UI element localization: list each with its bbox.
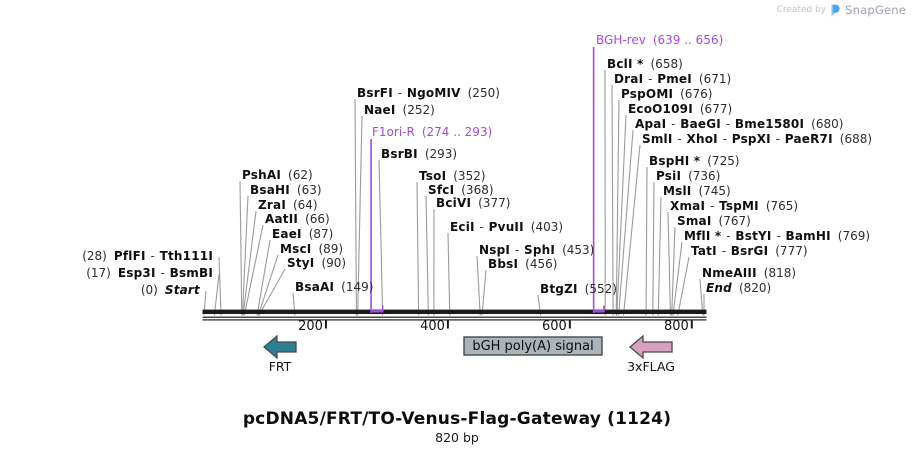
site-label-smli: SmlI - XhoI - PspXI - PaeR7I(688) — [642, 132, 873, 146]
leader-line — [657, 196, 662, 316]
ruler-line-top — [202, 316, 707, 318]
leader-line — [258, 268, 286, 316]
created-by-text: Created by — [776, 5, 827, 15]
leader-line — [425, 195, 429, 316]
primer-label-bghrev: BGH-rev(639 .. 656) — [596, 33, 724, 47]
feature-arrow-3xflag — [628, 334, 673, 360]
site-label-bsrfi: BsrFI - NgoMIV(250) — [357, 86, 500, 100]
leader-line — [213, 273, 220, 316]
site-label-sfci: SfcI(368) — [428, 183, 494, 197]
leader-line — [243, 224, 264, 316]
leader-line — [257, 254, 279, 316]
site-label-tsoi: TsoI(352) — [419, 169, 486, 183]
site-label-nspi: NspI - SphI(453) — [479, 243, 595, 257]
map-length: 820 bp — [435, 430, 479, 445]
leader-line — [241, 195, 249, 316]
leader-line — [677, 256, 690, 316]
leader-line — [218, 256, 222, 316]
leader-line — [357, 115, 363, 316]
site-label-bsphi: BspHI *(725) — [649, 154, 740, 168]
site-label-bsaai: BsaAI(149) — [295, 280, 374, 294]
leader-line — [481, 269, 487, 316]
sequence-line — [202, 309, 707, 314]
site-label-bsrbi: BsrBI(293) — [381, 147, 458, 161]
site-label-styi: StyI(90) — [287, 256, 347, 270]
leader-line — [652, 181, 655, 316]
site-label-naei: NaeI(252) — [364, 103, 435, 117]
site-label-start: (0)Start — [140, 283, 200, 297]
leader-line — [672, 241, 683, 316]
site-label-esp3i: (17)Esp3I - BsmBI — [86, 266, 213, 280]
leader-line — [611, 84, 614, 316]
ruler-tick-label: 200 — [298, 319, 323, 334]
site-label-pflfi: (28)PflFI - Tth111I — [82, 249, 213, 263]
site-label-pspomi: PspOMI(676) — [621, 87, 713, 101]
site-label-msli: MslI(745) — [663, 184, 731, 198]
leader-line — [242, 210, 257, 316]
leader-line — [256, 239, 271, 316]
leader-line — [416, 181, 420, 316]
site-label-tati: TatI - BsrGI(777) — [691, 244, 808, 258]
snapgene-logo-icon — [831, 4, 840, 16]
feature-label-3xflag: 3xFLAG — [627, 359, 675, 374]
site-label-end: End(820) — [706, 281, 772, 295]
site-label-eaei: EaeI(87) — [272, 227, 334, 241]
feature-label-bgh-polya: bGH poly(A) signal — [472, 339, 594, 354]
leader-line — [699, 278, 704, 316]
leader-line — [645, 166, 648, 316]
ruler-tick-label: 800 — [663, 319, 689, 334]
feature-arrow-frt — [262, 334, 297, 360]
site-label-bcli: BclI *(658) — [607, 57, 683, 71]
site-label-smai: SmaI(767) — [677, 214, 751, 228]
site-label-msci: MscI(89) — [280, 242, 344, 256]
site-label-btgzi: BtgZI(552) — [540, 282, 617, 296]
site-label-apai: ApaI - BaeGI - Bme1580I(680) — [635, 117, 844, 131]
site-label-mfli: MflI * - BstYI - BamHI(769) — [684, 229, 871, 243]
feature-box-bgh-polya — [463, 336, 603, 356]
site-label-ecii: EciI - PvuII(403) — [450, 220, 564, 234]
leader-line — [616, 114, 627, 316]
site-label-bsahi: BsaHI(63) — [250, 183, 322, 197]
site-label-bbsi: BbsI(456) — [488, 257, 558, 271]
leader-line — [476, 255, 481, 316]
leader-line — [622, 144, 641, 316]
site-label-psii: PsiI(736) — [656, 169, 721, 183]
site-label-aatii: AatII(66) — [265, 212, 330, 226]
leader-line — [378, 159, 384, 316]
primer-label-f1orir: F1ori-R(274 .. 293) — [372, 125, 493, 139]
site-label-drai: DraI - PmeI(671) — [614, 72, 732, 86]
ruler-tick-label: 600 — [542, 319, 567, 334]
leader-line — [667, 211, 672, 316]
map-title: pcDNA5/FRT/TO-Venus-Flag-Gateway (1124) — [242, 409, 672, 429]
leader-line — [239, 180, 243, 316]
site-label-bcivi: BciVI(377) — [436, 196, 511, 210]
leader-line — [354, 98, 357, 316]
leader-line — [618, 129, 634, 316]
site-label-nmeaiii: NmeAIII(818) — [702, 266, 797, 280]
leader-line — [447, 232, 451, 316]
site-label-zrai: ZraI(64) — [258, 198, 318, 212]
leader-line — [615, 99, 620, 316]
feature-label-frt: FRT — [268, 359, 292, 374]
leader-line — [671, 226, 676, 316]
brand-text: SnapGene — [845, 3, 906, 17]
snapgene-watermark: Created by SnapGene — [777, 3, 906, 17]
site-label-pshai: PshAI(62) — [242, 168, 313, 182]
site-label-xmai: XmaI - TspMI(765) — [670, 199, 799, 213]
ruler-line-bottom — [202, 319, 707, 321]
ruler-tick-label: 400 — [420, 319, 445, 334]
site-label-ecoo109i: EcoO109I(677) — [628, 102, 733, 116]
